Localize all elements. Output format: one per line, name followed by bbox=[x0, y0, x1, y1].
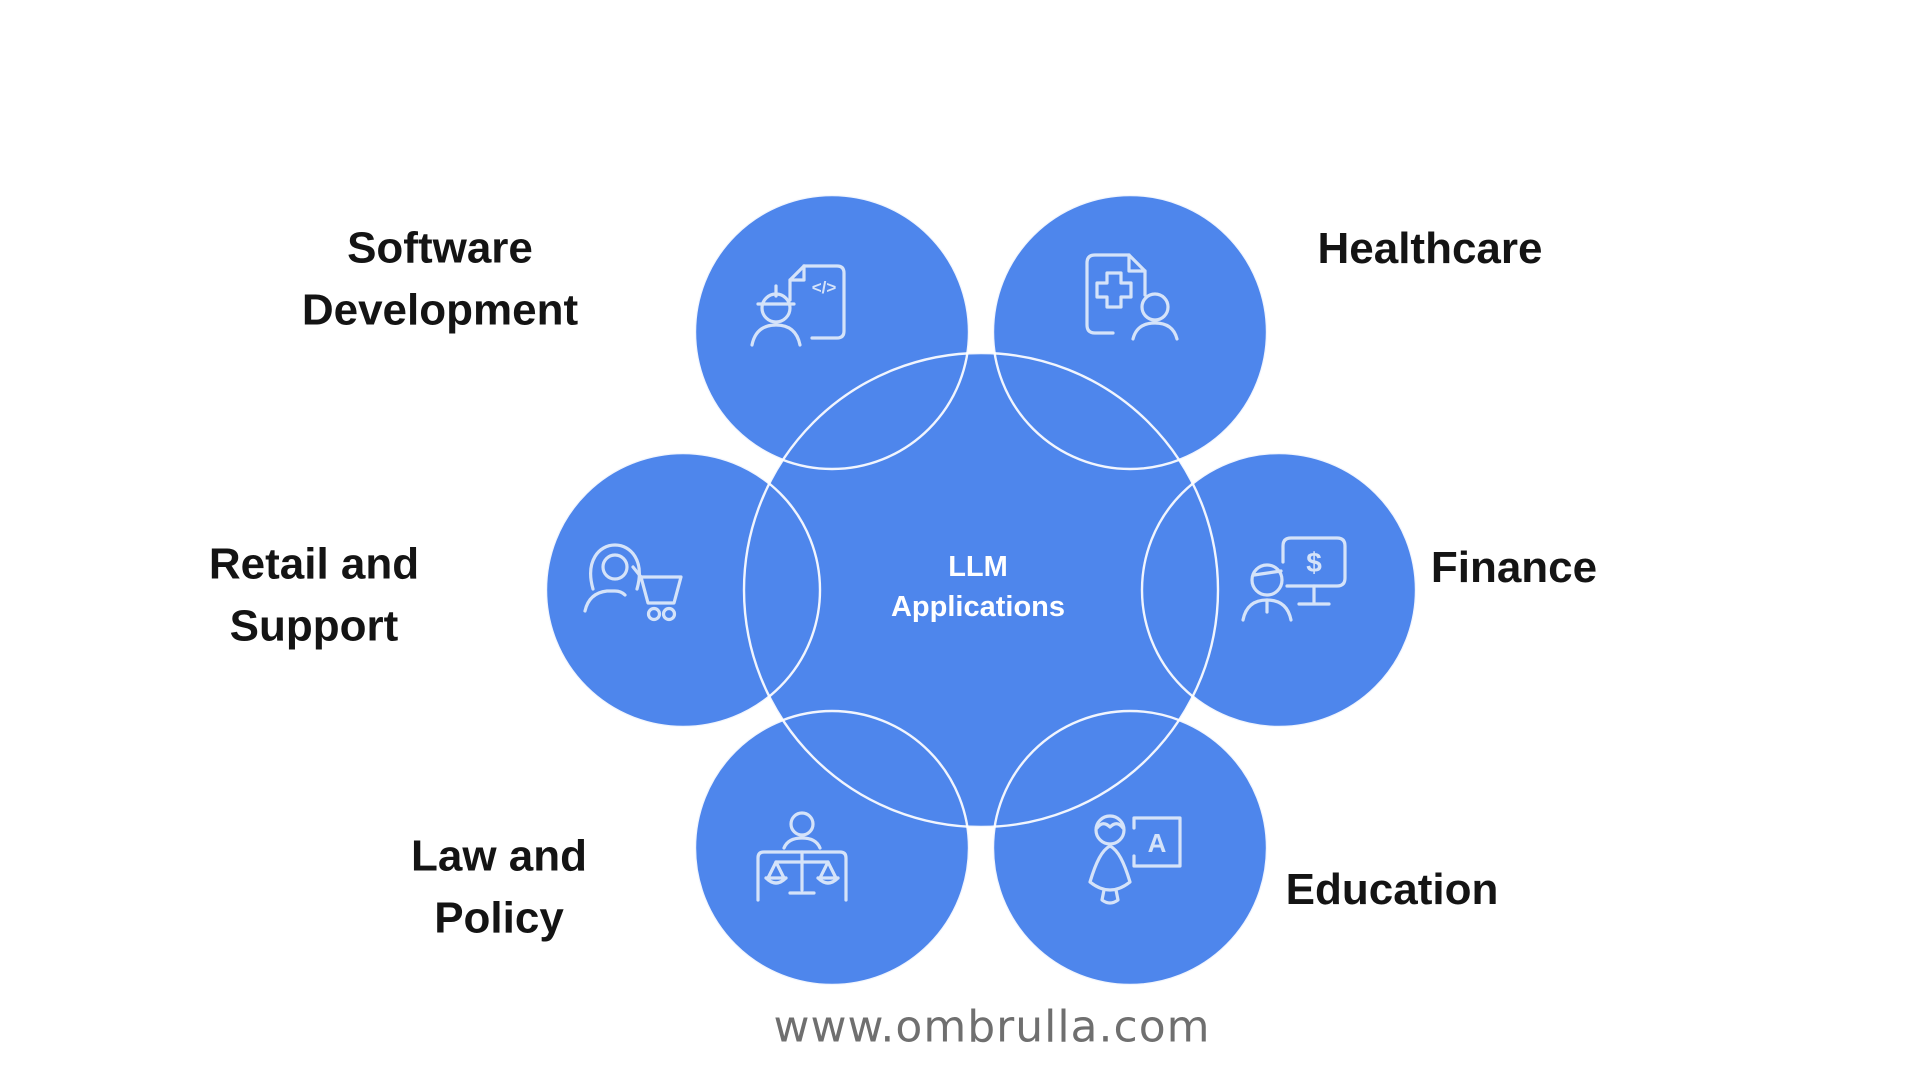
healthcare-circle-outline bbox=[991, 193, 1269, 471]
teacher-whiteboard-icon: A bbox=[1088, 814, 1182, 905]
education-label: Education bbox=[1285, 864, 1499, 914]
dollar-glyph: $ bbox=[1306, 547, 1322, 578]
healthcare-label: Healthcare bbox=[1317, 223, 1543, 273]
letter-a-glyph: A bbox=[1148, 828, 1167, 858]
finance-label: Finance bbox=[1430, 542, 1598, 592]
software-development-label: Software Development bbox=[301, 223, 579, 335]
circle-outlines bbox=[544, 193, 1418, 987]
retail-support-circle-outline bbox=[544, 451, 822, 729]
education-circle-outline bbox=[991, 709, 1269, 987]
center-circle-outline bbox=[742, 351, 1220, 829]
retail-support-circle bbox=[546, 453, 820, 727]
software-development-circle-outline bbox=[693, 193, 971, 471]
center-title: LLM Applications bbox=[890, 550, 1065, 623]
engineer-code-document-icon: </> bbox=[750, 264, 846, 347]
finance-circle-outline bbox=[1140, 451, 1418, 729]
law-policy-label: Law and Policy bbox=[410, 831, 588, 943]
law-policy-circle-outline bbox=[693, 709, 971, 987]
center-circle bbox=[744, 353, 1218, 827]
support-agent-shopping-cart-icon bbox=[583, 543, 683, 622]
code-glyph: </> bbox=[812, 278, 837, 297]
retail-support-label: Retail and Support bbox=[208, 539, 420, 651]
medical-record-person-icon bbox=[1085, 253, 1179, 341]
analyst-dollar-monitor-icon: $ bbox=[1241, 536, 1347, 622]
website-url: www.ombrulla.com bbox=[773, 1001, 1211, 1053]
judge-scales-of-justice-icon bbox=[756, 811, 848, 902]
